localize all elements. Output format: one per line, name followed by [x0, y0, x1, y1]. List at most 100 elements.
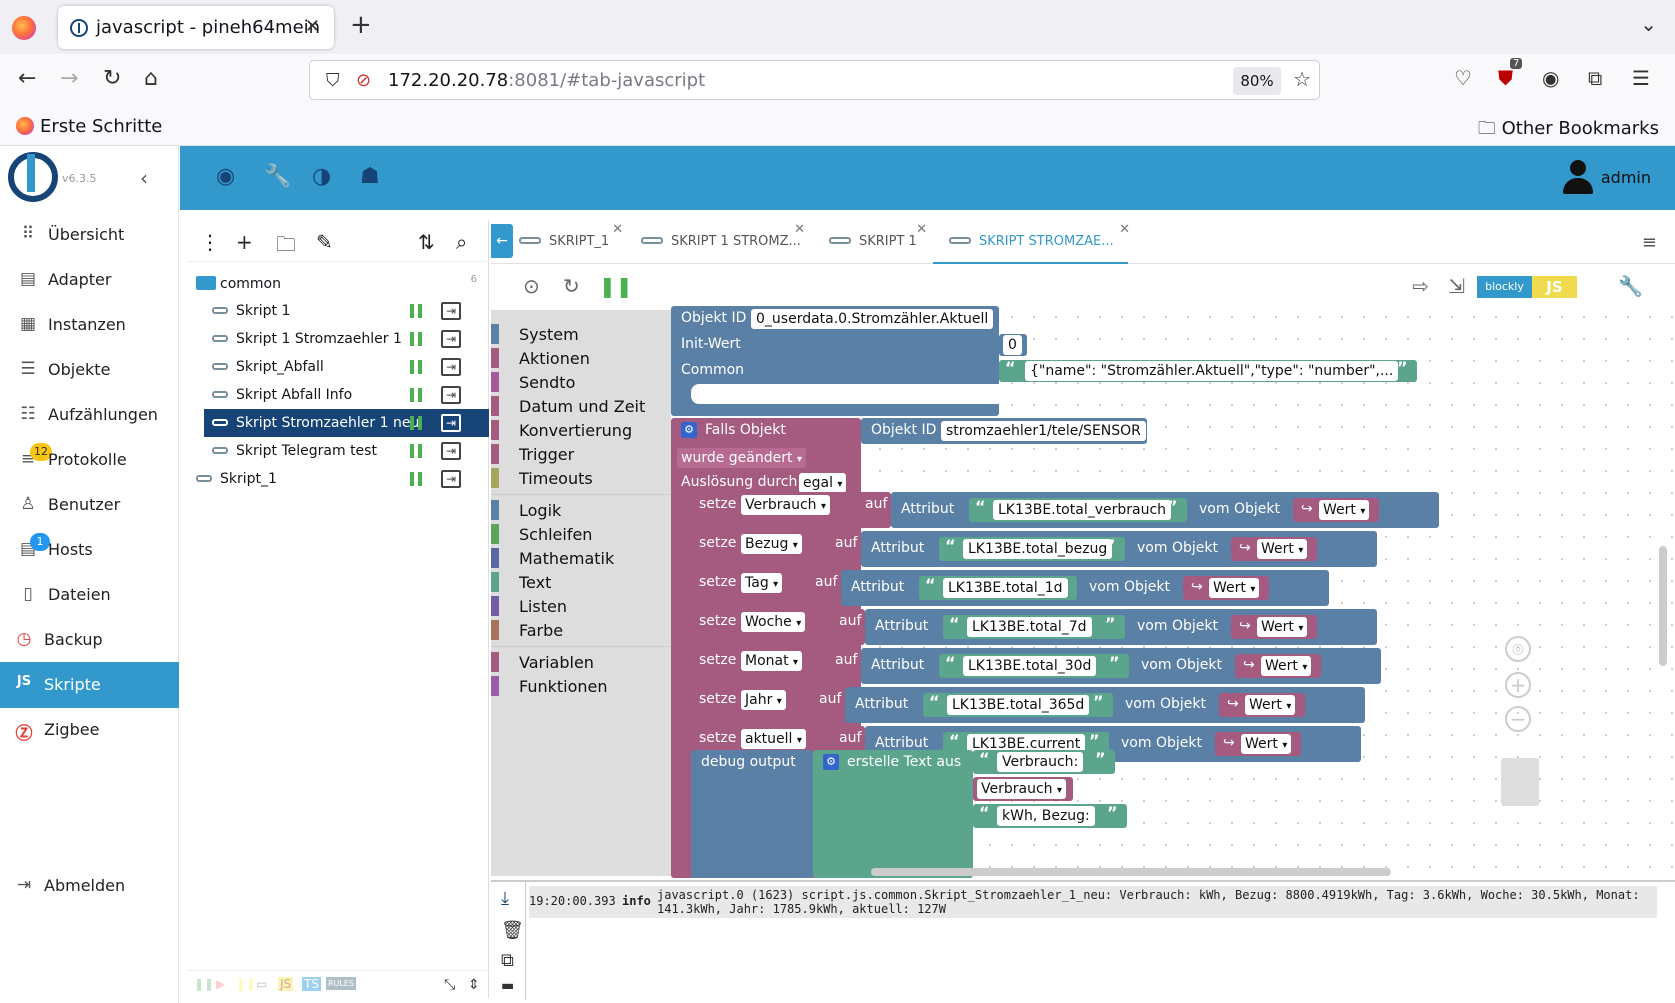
search-icon[interactable]: ⌕ [456, 230, 468, 254]
menu-icon[interactable]: ☰ [1632, 66, 1650, 90]
firefox-icon[interactable] [12, 16, 36, 40]
attribut-text-block[interactable]: “ LK13BE.total_bezug ” [939, 536, 1125, 561]
variable-dropdown[interactable]: aktuell ▾ [741, 729, 806, 749]
user-name[interactable]: admin [1600, 168, 1651, 187]
variable-dropdown[interactable]: Jahr ▾ [741, 690, 786, 710]
wurde-geaendert-dropdown[interactable]: wurde geändert ▾ [677, 448, 806, 468]
wert-dropdown[interactable]: Wert ▾ [1245, 695, 1296, 715]
import-blocks-icon[interactable]: ⇲ [1448, 274, 1465, 298]
pause-icon[interactable] [410, 416, 422, 430]
export-icon[interactable]: ⇥ [441, 386, 461, 404]
tree-item-skript-1[interactable]: Skript 1 ⇥ [188, 297, 489, 325]
wert-dropdown[interactable]: Wert ▾ [1261, 656, 1312, 676]
attribut-text-block[interactable]: “ LK13BE.total_30d ” [939, 653, 1129, 678]
variable-dropdown[interactable]: Bezug ▾ [741, 534, 802, 554]
attribut-block[interactable]: Attribut “ LK13BE.total_bezug ” vom Obje… [861, 531, 1377, 567]
reload-icon[interactable]: ↻ [103, 66, 122, 91]
wert-block[interactable]: ↪ Wert ▾ [1231, 537, 1317, 561]
menu-item-hosts[interactable]: ▤ 1 Hosts [0, 527, 179, 573]
export-icon[interactable]: ⇥ [441, 442, 461, 460]
attribut-field[interactable]: LK13BE.total_7d [967, 617, 1092, 637]
collapse-sidebar-icon[interactable]: ‹ [140, 166, 148, 190]
user-avatar-icon[interactable] [1561, 160, 1595, 196]
wert-block[interactable]: ↪ Wert ▾ [1235, 654, 1321, 678]
variable-verbrauch-block[interactable]: Verbrauch ▾ [973, 777, 1073, 801]
wert-dropdown[interactable]: Wert ▾ [1241, 734, 1292, 754]
pause-icon[interactable] [410, 388, 422, 402]
toolbox-text[interactable]: Text [491, 570, 671, 594]
text-block-verbrauch[interactable]: “ Verbrauch: ” [973, 749, 1115, 774]
menu-item-protokolle[interactable]: ≡ 12 Protokolle [0, 437, 179, 483]
toolbox-system[interactable]: System [491, 322, 671, 346]
setze-block[interactable]: setze Monat ▾ auf [691, 648, 861, 684]
tree-item-skript-telegram-test[interactable]: Skript Telegram test ⇥ [188, 437, 489, 465]
insecure-lock-icon[interactable]: ⊘ [356, 70, 372, 91]
collapse-icon[interactable]: ⇕ [468, 977, 480, 993]
wert-dropdown[interactable]: Wert ▾ [1257, 617, 1308, 637]
debug-output-block[interactable]: debug output [691, 750, 813, 878]
variable-dropdown[interactable]: Verbrauch ▾ [977, 779, 1067, 799]
attribut-block[interactable]: Attribut “ LK13BE.total_verbrauch ” vom … [891, 492, 1439, 528]
browser-tab[interactable]: javascript - pineh64mein ✕ [58, 6, 334, 49]
toolbox-logik[interactable]: Logik [491, 498, 671, 522]
wert-block[interactable]: ↪ Wert ▾ [1219, 693, 1305, 717]
zoom-level[interactable]: 80% [1233, 67, 1281, 95]
tree-item-skript-1-stromzaehler-1[interactable]: Skript 1 Stromzaehler 1 ⇥ [188, 325, 489, 353]
menu-item-instanzen[interactable]: ▦ Instanzen [0, 302, 179, 348]
toolbox-konvertierung[interactable]: Konvertierung [491, 418, 671, 442]
close-tab-icon[interactable]: ✕ [304, 16, 320, 37]
variable-dropdown[interactable]: Woche ▾ [741, 612, 806, 632]
back-icon[interactable]: ← [18, 66, 37, 91]
tree-item-skript-stromzaehler-1-neu[interactable]: Skript Stromzaehler 1 neu ⇥ [204, 409, 489, 437]
wert-dropdown[interactable]: Wert ▾ [1209, 578, 1260, 598]
text2-field[interactable]: kWh, Bezug: [997, 806, 1095, 826]
vertical-scrollbar[interactable] [1659, 546, 1667, 666]
trigger-objekt-id-field[interactable]: stromzaehler1/tele/SENSOR [941, 421, 1146, 441]
other-bookmarks[interactable]: 🗀 Other Bookmarks [1478, 116, 1659, 146]
toolbox-timeouts[interactable]: Timeouts [491, 466, 671, 490]
attribut-text-block[interactable]: “ LK13BE.total_verbrauch ” [969, 497, 1187, 522]
bookmark-erste-schritte[interactable]: Erste Schritte [40, 116, 163, 137]
menu-item-aufzaehlungen[interactable]: ☷ Aufzählungen [0, 392, 179, 438]
attribut-block[interactable]: Attribut “ LK13BE.total_30d ” vom Objekt… [861, 648, 1381, 684]
attribut-field[interactable]: LK13BE.total_bezug [963, 539, 1113, 559]
common-text-field[interactable]: {"name": "Stromzähler.Aktuell","type": "… [1025, 361, 1399, 381]
init-value-block[interactable]: 0 [999, 334, 1027, 356]
filter-paused-icon[interactable]: ❚❚ [236, 977, 257, 991]
toolbox-datum-zeit[interactable]: Datum und Zeit [491, 394, 671, 418]
toolbox-listen[interactable]: Listen [491, 594, 671, 618]
gear-icon[interactable]: ⚙ [823, 754, 839, 770]
blockly-js-switch[interactable]: blockly JS [1477, 276, 1577, 298]
attribut-field[interactable]: LK13BE.total_verbrauch [993, 500, 1172, 520]
wert-block[interactable]: ↪ Wert ▾ [1215, 732, 1301, 756]
wert-dropdown[interactable]: Wert ▾ [1257, 539, 1308, 559]
editor-tab-skript-1b[interactable]: SKRIPT 1 ✕ [829, 220, 927, 264]
expert-mode-icon[interactable]: ☗ [360, 164, 380, 189]
export-blocks-icon[interactable]: ⇨ [1412, 274, 1429, 298]
eye-icon[interactable]: ◉ [216, 164, 236, 189]
url-text[interactable]: 172.20.20.78:8081/#tab-javascript [388, 70, 706, 91]
menu-item-skripte[interactable]: JS Skripte [0, 662, 179, 708]
expand-icon[interactable]: ⤡ [444, 977, 456, 993]
attribut-text-block[interactable]: “ LK13BE.total_7d ” [943, 614, 1125, 639]
text1-field[interactable]: Verbrauch: [997, 752, 1084, 772]
toolbox-mathematik[interactable]: Mathematik [491, 546, 671, 570]
new-tab-icon[interactable]: + [350, 10, 372, 40]
attribut-field[interactable]: LK13BE.total_365d [947, 695, 1090, 715]
export-icon[interactable]: ⇥ [441, 330, 461, 348]
attribut-field[interactable]: LK13BE.total_1d [943, 578, 1068, 598]
wert-block[interactable]: ↪ Wert ▾ [1231, 615, 1317, 639]
editor-tab-skript-1[interactable]: SKRIPT_1 ✕ [519, 220, 623, 264]
tab-menu-icon[interactable]: ≡ [1641, 232, 1657, 253]
settings-wrench-icon[interactable]: 🔧 [1618, 274, 1643, 298]
tree-item-skript-1-root[interactable]: Skript_1 ⇥ [188, 465, 489, 493]
create-state-block[interactable]: Objekt ID 0_userdata.0.Stromzähler.Aktue… [671, 306, 999, 416]
gear-icon[interactable]: ⚙ [681, 422, 697, 438]
zoom-out-icon[interactable]: − [1505, 706, 1531, 732]
filter-play-icon[interactable]: ▶ [216, 977, 226, 991]
menu-item-zigbee[interactable]: Ⓩ Zigbee [0, 707, 179, 753]
menu-item-objekte[interactable]: ☰ Objekte [0, 347, 179, 393]
attribut-block[interactable]: Attribut “ LK13BE.total_1d ” vom Objekt … [841, 570, 1329, 606]
back-arrow-icon[interactable]: ← [491, 224, 513, 258]
export-icon[interactable]: ⇥ [441, 302, 461, 320]
